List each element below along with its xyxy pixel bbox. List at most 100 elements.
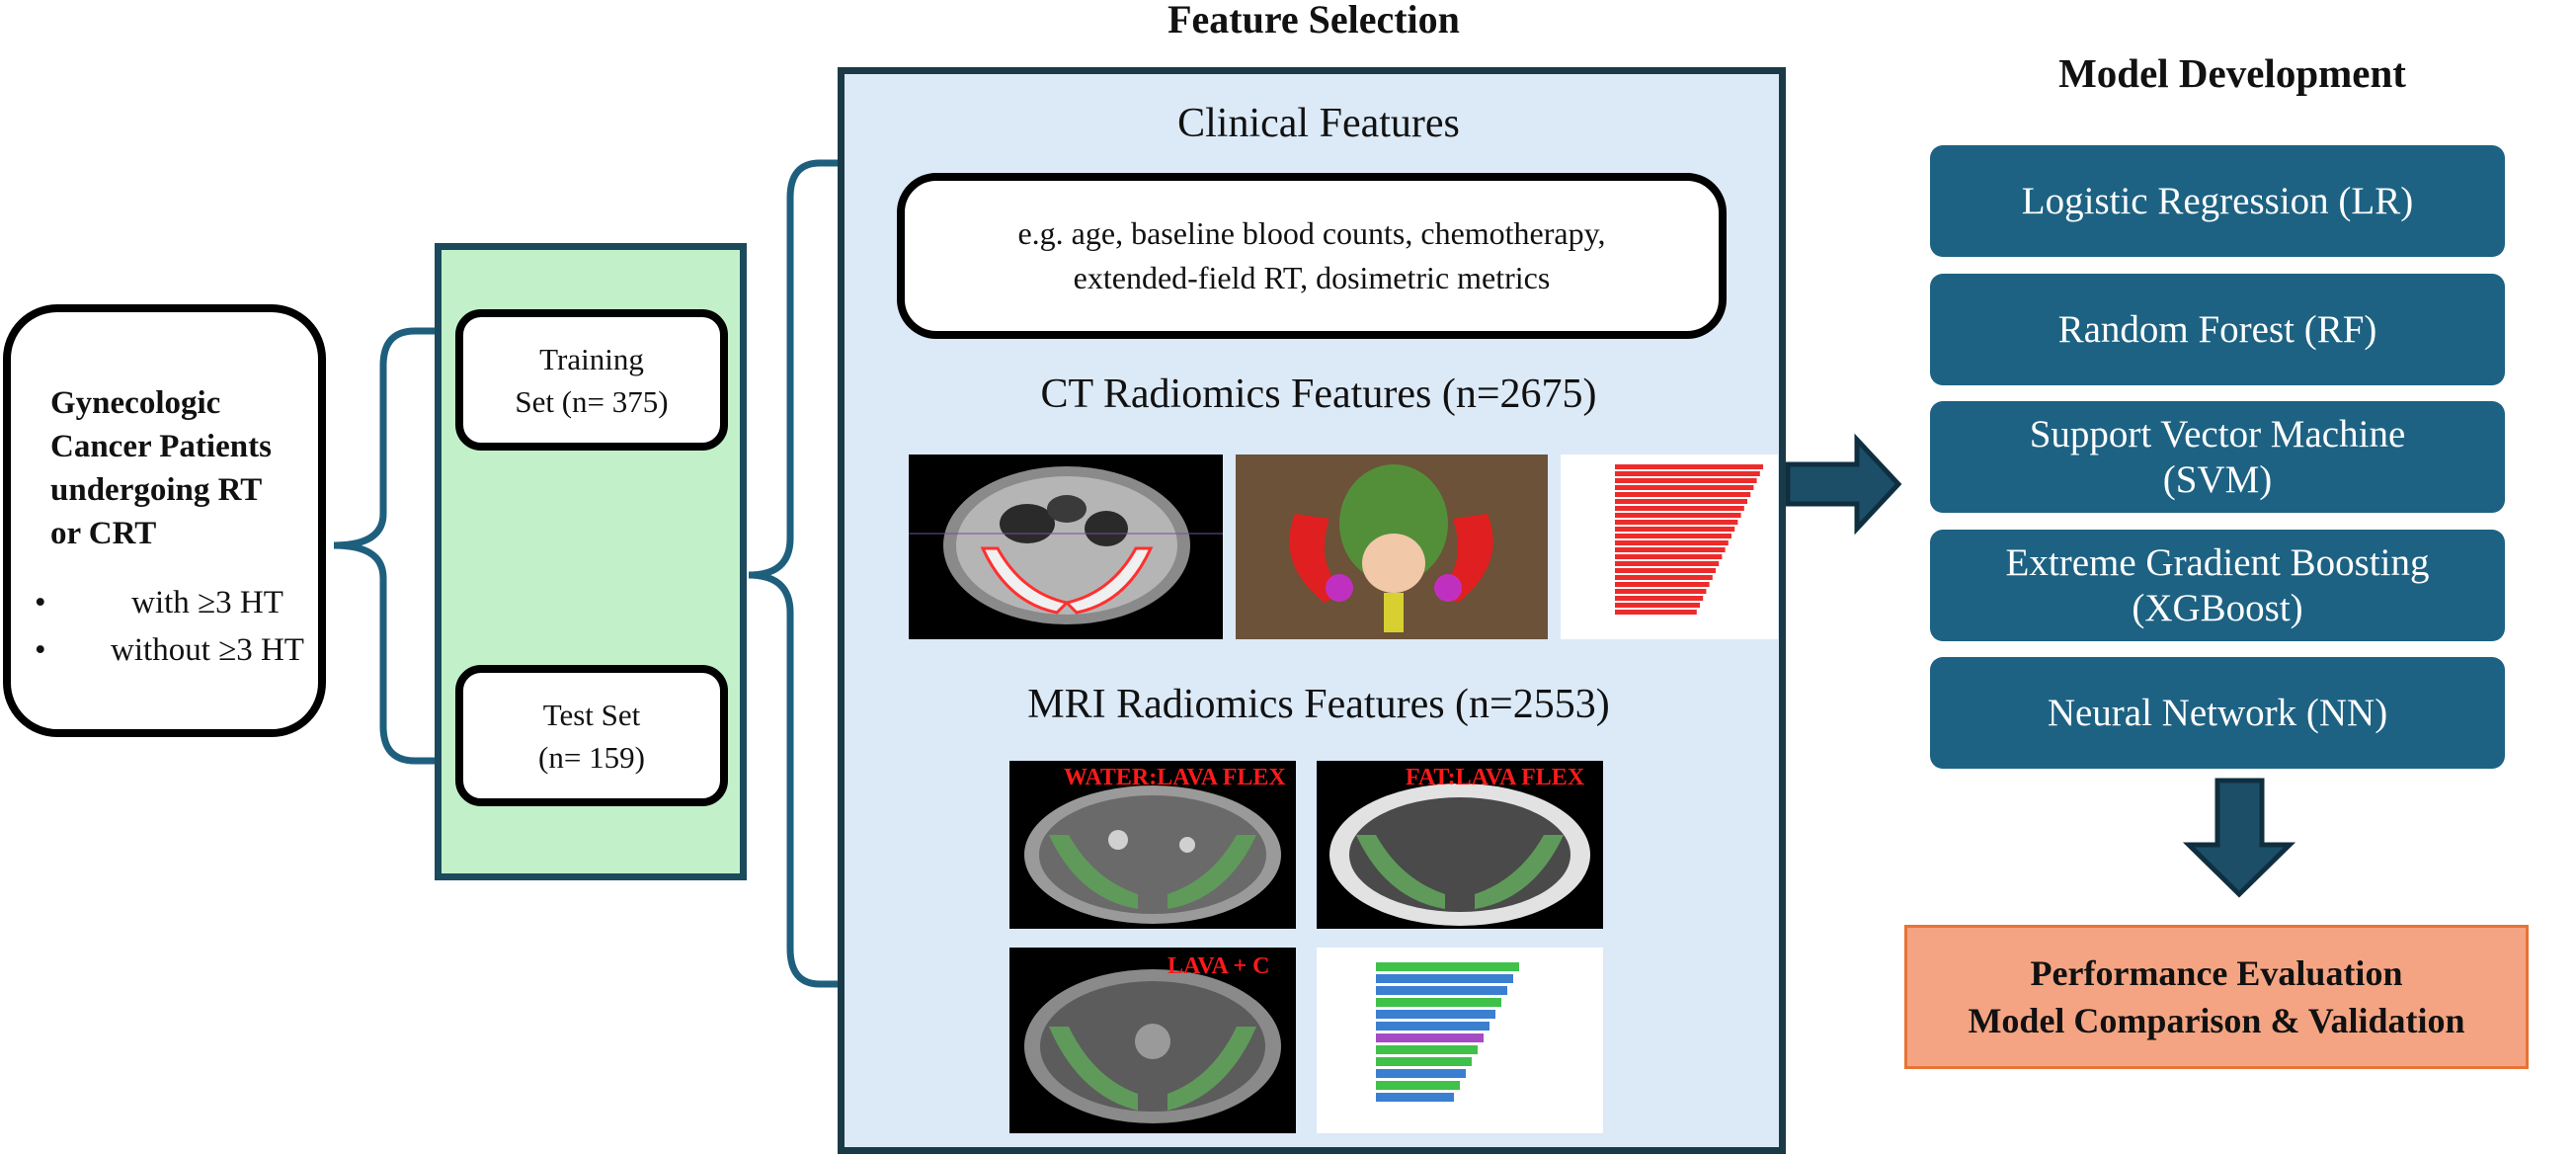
- ct-axial-scan-graphic: [909, 466, 1223, 624]
- bracket-split: [748, 159, 838, 988]
- model-label: Neural Network (NN): [2047, 691, 2388, 734]
- feature-selection-panel: Clinical Features e.g. age, baseline blo…: [838, 67, 1786, 1154]
- mri-bar: [1376, 962, 1519, 971]
- performance-line: Performance Evaluation: [2030, 953, 2403, 993]
- ct-bar: [1615, 499, 1747, 504]
- mri-feature-importance-chart: [1317, 948, 1603, 1133]
- ct-feature-importance-chart: [1561, 455, 1778, 639]
- model-label: Random Forest (RF): [2057, 307, 2377, 351]
- mri-label-water: WATER:LAVA FLEX: [1064, 765, 1286, 790]
- performance-line: Model Comparison & Validation: [1968, 1001, 2465, 1040]
- model-development-title: Model Development: [2058, 50, 2406, 96]
- model-neural-network: Neural Network (NN): [1930, 657, 2505, 769]
- model-label: Extreme Gradient Boosting: [2005, 540, 2430, 584]
- ct-bar: [1615, 471, 1760, 476]
- ct-bar: [1615, 513, 1741, 518]
- ct-bar: [1615, 575, 1713, 580]
- mri-bar: [1376, 1081, 1460, 1090]
- model-label-abbrev: (SVM): [2162, 457, 2273, 501]
- model-random-forest: Random Forest (RF): [1930, 274, 2505, 385]
- ct-bar: [1615, 582, 1710, 587]
- ct-bar: [1615, 547, 1726, 552]
- ct-bar: [1615, 534, 1731, 538]
- mri-fat-lava-flex-image: FAT:LAVA FLEX: [1317, 761, 1603, 929]
- bracket-patients: [333, 327, 435, 765]
- ct-bar: [1615, 603, 1700, 608]
- clinical-features-line: e.g. age, baseline blood counts, chemoth…: [1017, 215, 1606, 251]
- list-item: • with ≥3 HT: [35, 579, 331, 626]
- arrow-down: [2182, 778, 2296, 898]
- arrow-right: [1785, 433, 1902, 536]
- patients-box: Gynecologic Cancer Patients undergoing R…: [3, 304, 326, 737]
- ct-bar: [1615, 527, 1735, 532]
- model-xgboost: Extreme Gradient Boosting (XGBoost): [1930, 530, 2505, 641]
- mri-bar: [1376, 986, 1507, 995]
- ct-bar: [1615, 554, 1723, 559]
- mri-water-lava-flex-image: WATER:LAVA FLEX: [1009, 761, 1296, 929]
- ct-radiomics-title: CT Radiomics Features (n=2675): [1040, 372, 1597, 417]
- model-label-abbrev: (XGBoost): [2132, 586, 2303, 629]
- ct-bar: [1615, 464, 1763, 469]
- mri-fat-graphic: [1329, 784, 1590, 926]
- data-split-panel: Training Set (n= 375) Test Set (n= 159): [435, 243, 747, 880]
- training-set-box: Training Set (n= 375): [455, 309, 728, 451]
- ct-bar: [1615, 478, 1757, 483]
- patients-title-line: Gynecologic: [50, 385, 221, 421]
- ct-bar: [1615, 610, 1697, 615]
- mri-lava-c-image: LAVA + C: [1009, 948, 1296, 1133]
- ct-bar: [1615, 596, 1704, 601]
- ct-bar: [1615, 520, 1738, 525]
- patients-title-line: undergoing RT: [50, 472, 263, 508]
- mri-lava-c-graphic: [1024, 969, 1281, 1123]
- mri-bar: [1376, 998, 1501, 1007]
- mri-water-graphic: [1024, 785, 1281, 924]
- mri-label-lava-c: LAVA + C: [1167, 953, 1270, 979]
- model-label: Logistic Regression (LR): [2021, 179, 2414, 222]
- ct-bar: [1615, 540, 1729, 545]
- mri-bar: [1376, 1033, 1484, 1042]
- group-label: with ≥3 HT: [131, 585, 283, 620]
- patients-title-line: or CRT: [50, 516, 157, 551]
- mri-radiomics-title: MRI Radiomics Features (n=2553): [1027, 682, 1610, 727]
- training-set-label: Training: [539, 341, 644, 376]
- ct-bar: [1615, 568, 1716, 573]
- mri-bar: [1376, 1057, 1472, 1066]
- feature-selection-title: Feature Selection: [1167, 0, 1460, 41]
- training-set-size: Set (n= 375): [515, 383, 669, 419]
- patients-group-list: • with ≥3 HT • without ≥3 HT: [35, 579, 331, 674]
- ct-bar: [1615, 589, 1707, 594]
- model-logistic-regression: Logistic Regression (LR): [1930, 145, 2505, 257]
- ct-3d-pelvis-image: [1236, 455, 1548, 639]
- ct-3d-pelvis-graphic: [1236, 455, 1548, 639]
- group-label: without ≥3 HT: [111, 632, 304, 668]
- test-set-label: Test Set: [542, 697, 641, 732]
- mri-bar: [1376, 1022, 1489, 1031]
- mri-bar-chart-graphic: [1376, 962, 1519, 1102]
- model-support-vector-machine: Support Vector Machine (SVM): [1930, 401, 2505, 513]
- ct-bar: [1615, 506, 1744, 511]
- ct-axial-scan-image: [909, 455, 1223, 639]
- test-set-size: (n= 159): [538, 739, 645, 775]
- clinical-features-line: extended-field RT, dosimetric metrics: [1073, 260, 1551, 295]
- mri-bar: [1376, 1010, 1495, 1019]
- test-set-box: Test Set (n= 159): [455, 665, 728, 806]
- bullet-icon: •: [35, 632, 46, 668]
- mri-bar: [1376, 1069, 1466, 1078]
- mri-label-fat: FAT:LAVA FLEX: [1406, 765, 1585, 790]
- mri-bar: [1376, 1045, 1478, 1054]
- clinical-features-title: Clinical Features: [1177, 101, 1460, 146]
- ct-bar: [1615, 561, 1720, 566]
- performance-evaluation-box: Performance Evaluation Model Comparison …: [1904, 925, 2529, 1069]
- clinical-features-box: e.g. age, baseline blood counts, chemoth…: [897, 173, 1727, 339]
- mri-bar: [1376, 974, 1513, 983]
- patients-title: Gynecologic Cancer Patients undergoing R…: [50, 381, 317, 555]
- mri-bar: [1376, 1093, 1454, 1102]
- ct-bar: [1615, 492, 1751, 497]
- ct-bar: [1615, 485, 1754, 490]
- list-item: • without ≥3 HT: [35, 626, 331, 674]
- patients-title-line: Cancer Patients: [50, 429, 272, 464]
- model-label: Support Vector Machine: [2029, 412, 2406, 455]
- ct-bar-chart-graphic: [1615, 464, 1763, 615]
